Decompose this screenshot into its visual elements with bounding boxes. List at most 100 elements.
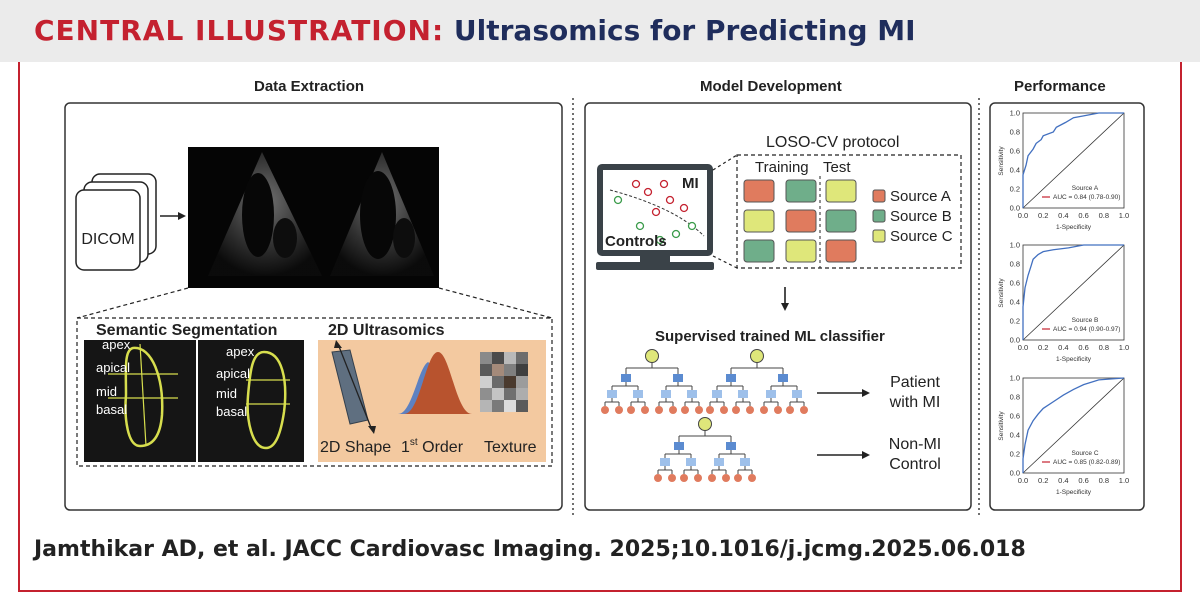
x-tick-label: 0.8 [1099, 343, 1109, 352]
segment-labels-1: apex apical mid basal [96, 337, 131, 417]
x-tick-label: 1.0 [1119, 211, 1129, 220]
tree-root [750, 349, 764, 363]
x-tick-label: 0.8 [1099, 476, 1109, 485]
x-tick-label: 0.2 [1038, 476, 1048, 485]
projection-line-right [438, 287, 553, 319]
classifier-title: Supervised trained ML classifier [655, 328, 885, 345]
tree-leaf [800, 406, 808, 414]
cv-fold-cell [825, 209, 857, 233]
texture-icon [480, 352, 528, 412]
y-tick-label: 0.0 [1010, 336, 1020, 345]
tree-leaf [774, 406, 782, 414]
x-tick-label: 0.0 [1018, 211, 1028, 220]
label-apical: apical [216, 366, 250, 381]
y-tick-label: 0.4 [1010, 431, 1020, 440]
tree-leaf [655, 406, 663, 414]
x-tick-label: 0.8 [1099, 211, 1109, 220]
cv-fold-cell [743, 209, 775, 233]
tree-leaf [734, 474, 742, 482]
y-tick-label: 0.2 [1010, 450, 1020, 459]
cv-fold-cell [743, 179, 775, 203]
y-axis-label: Sensitivity [998, 411, 1005, 441]
tree-node [778, 374, 788, 382]
tree-leaf [694, 474, 702, 482]
y-tick-label: 0.2 [1010, 185, 1020, 194]
roc-auc-label: AUC = 0.84 (0.78-0.90) [1053, 194, 1120, 201]
segment-labels-2: apex apical mid basal [216, 344, 255, 419]
tree-node [660, 458, 670, 466]
decision-tree [654, 417, 756, 482]
tree-node [621, 374, 631, 382]
y-tick-label: 0.6 [1010, 412, 1020, 421]
tree-leaf [732, 406, 740, 414]
cv-fold-cell [825, 239, 857, 263]
roc-plot: 0.00.00.20.20.40.40.60.60.80.81.01.0Sens… [998, 374, 1129, 497]
tree-leaf [706, 406, 714, 414]
y-axis-label: Sensitivity [998, 146, 1005, 176]
feature-label-first-order: 1st Order [401, 437, 464, 456]
section-title-model-development: Model Development [700, 78, 842, 95]
protocol-box [736, 154, 962, 269]
tree-node [714, 458, 724, 466]
roc-curve [1022, 112, 1124, 208]
segmentation-image-1 [84, 340, 196, 462]
cv-fold-cell [785, 209, 817, 233]
protocol-connector-bottom [712, 255, 738, 269]
tree-leaf [786, 406, 794, 414]
protocol-connector-top [712, 154, 738, 171]
tree-node [633, 390, 643, 398]
roc-diagonal [1022, 112, 1125, 209]
y-tick-label: 0.8 [1010, 260, 1020, 269]
arrow-down-icon [781, 287, 789, 311]
monitor-controls-label: Controls [605, 233, 667, 250]
segmentation-image-2 [198, 340, 304, 462]
tree-leaf [615, 406, 623, 414]
y-tick-label: 0.4 [1010, 298, 1020, 307]
arrow-right-icon [817, 451, 870, 459]
x-tick-label: 0.4 [1058, 211, 1068, 220]
tree-node [673, 374, 683, 382]
tree-leaf [669, 406, 677, 414]
segmentation-title: Semantic Segmentation [96, 322, 277, 339]
decision-trees [601, 349, 808, 482]
ultrasound-image [188, 147, 439, 288]
projection-line-left [76, 287, 189, 319]
tree-node [726, 374, 736, 382]
section-title-data-extraction: Data Extraction [254, 78, 365, 95]
feature-label-shape: 2D Shape [320, 439, 391, 456]
arrow-right-icon [160, 212, 186, 220]
outcome-mi-line-1: Patient [890, 374, 940, 391]
tree-leaf [627, 406, 635, 414]
tree-leaf [681, 406, 689, 414]
tree-leaf [680, 474, 688, 482]
x-tick-label: 0.0 [1018, 343, 1028, 352]
label-apical: apical [96, 360, 130, 375]
dicom-icon [75, 173, 157, 271]
y-tick-label: 0.0 [1010, 204, 1020, 213]
roc-curve [1022, 244, 1124, 340]
tree-leaf [641, 406, 649, 414]
tree-leaf [668, 474, 676, 482]
roc-diagonal [1022, 244, 1125, 341]
tree-node [766, 390, 776, 398]
roc-auc-label: AUC = 0.85 (0.82-0.89) [1053, 459, 1120, 466]
roc-plot: 0.00.00.20.20.40.40.60.60.80.81.01.0Sens… [998, 109, 1129, 232]
cv-grid [743, 179, 857, 263]
label-basal: basal [96, 402, 127, 417]
roc-plot: 0.00.00.20.20.40.40.60.60.80.81.01.0Sens… [998, 241, 1129, 364]
title-text: Ultrasomics for Predicting MI [453, 14, 916, 47]
title-label: CENTRAL ILLUSTRATION: [34, 14, 445, 47]
monitor-icon [596, 164, 714, 270]
y-tick-label: 0.6 [1010, 147, 1020, 156]
tree-node [726, 442, 736, 450]
x-tick-label: 0.2 [1038, 343, 1048, 352]
x-tick-label: 0.6 [1078, 211, 1088, 220]
tree-node [712, 390, 722, 398]
label-apex: apex [102, 337, 131, 352]
y-tick-label: 0.4 [1010, 166, 1020, 175]
tree-root [645, 349, 659, 363]
x-tick-label: 0.2 [1038, 211, 1048, 220]
page-title: CENTRAL ILLUSTRATION: Ultrasomics for Pr… [34, 14, 916, 47]
